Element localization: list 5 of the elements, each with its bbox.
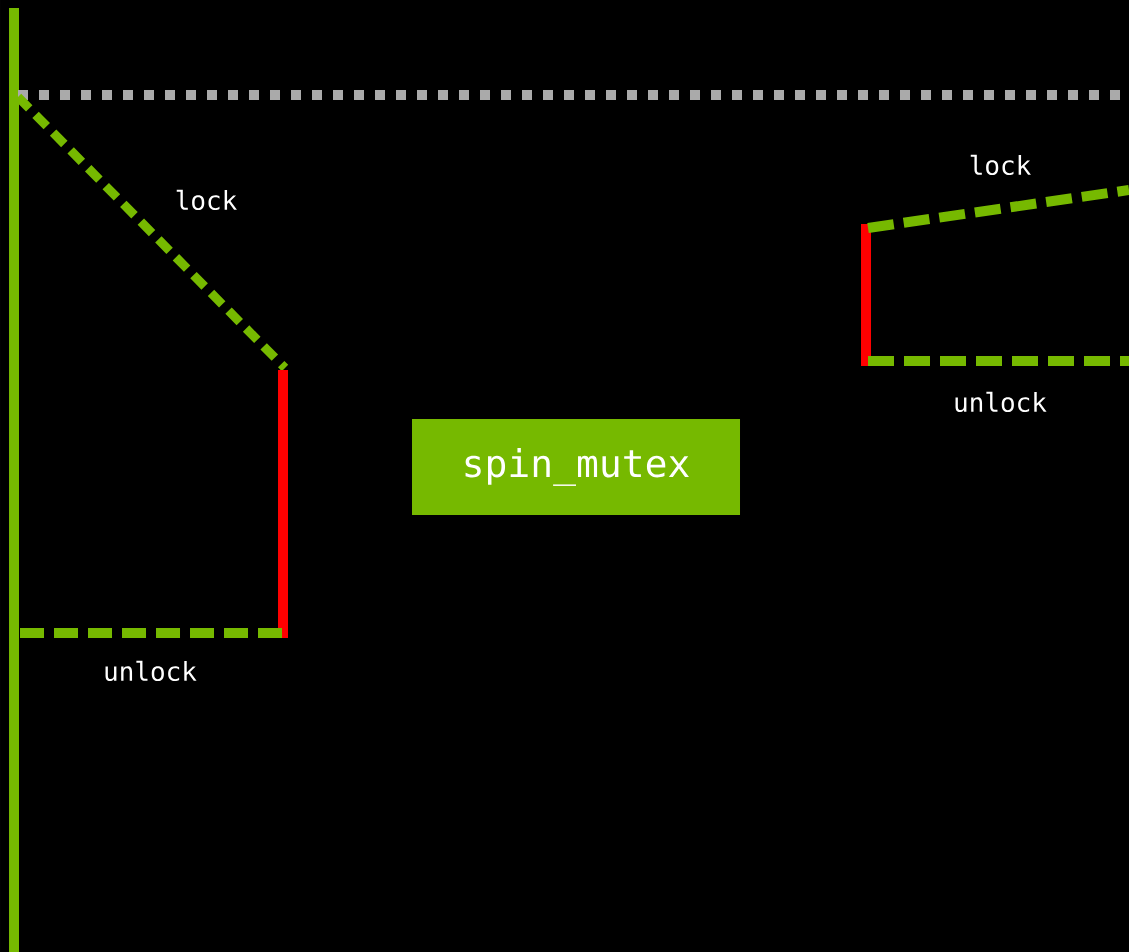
line-label: unlock [105,660,197,682]
process-box: spin_mutex [412,419,740,515]
line-label: lock [176,189,237,211]
line-label: unlock [955,391,1047,413]
line-label: lock [970,154,1031,176]
